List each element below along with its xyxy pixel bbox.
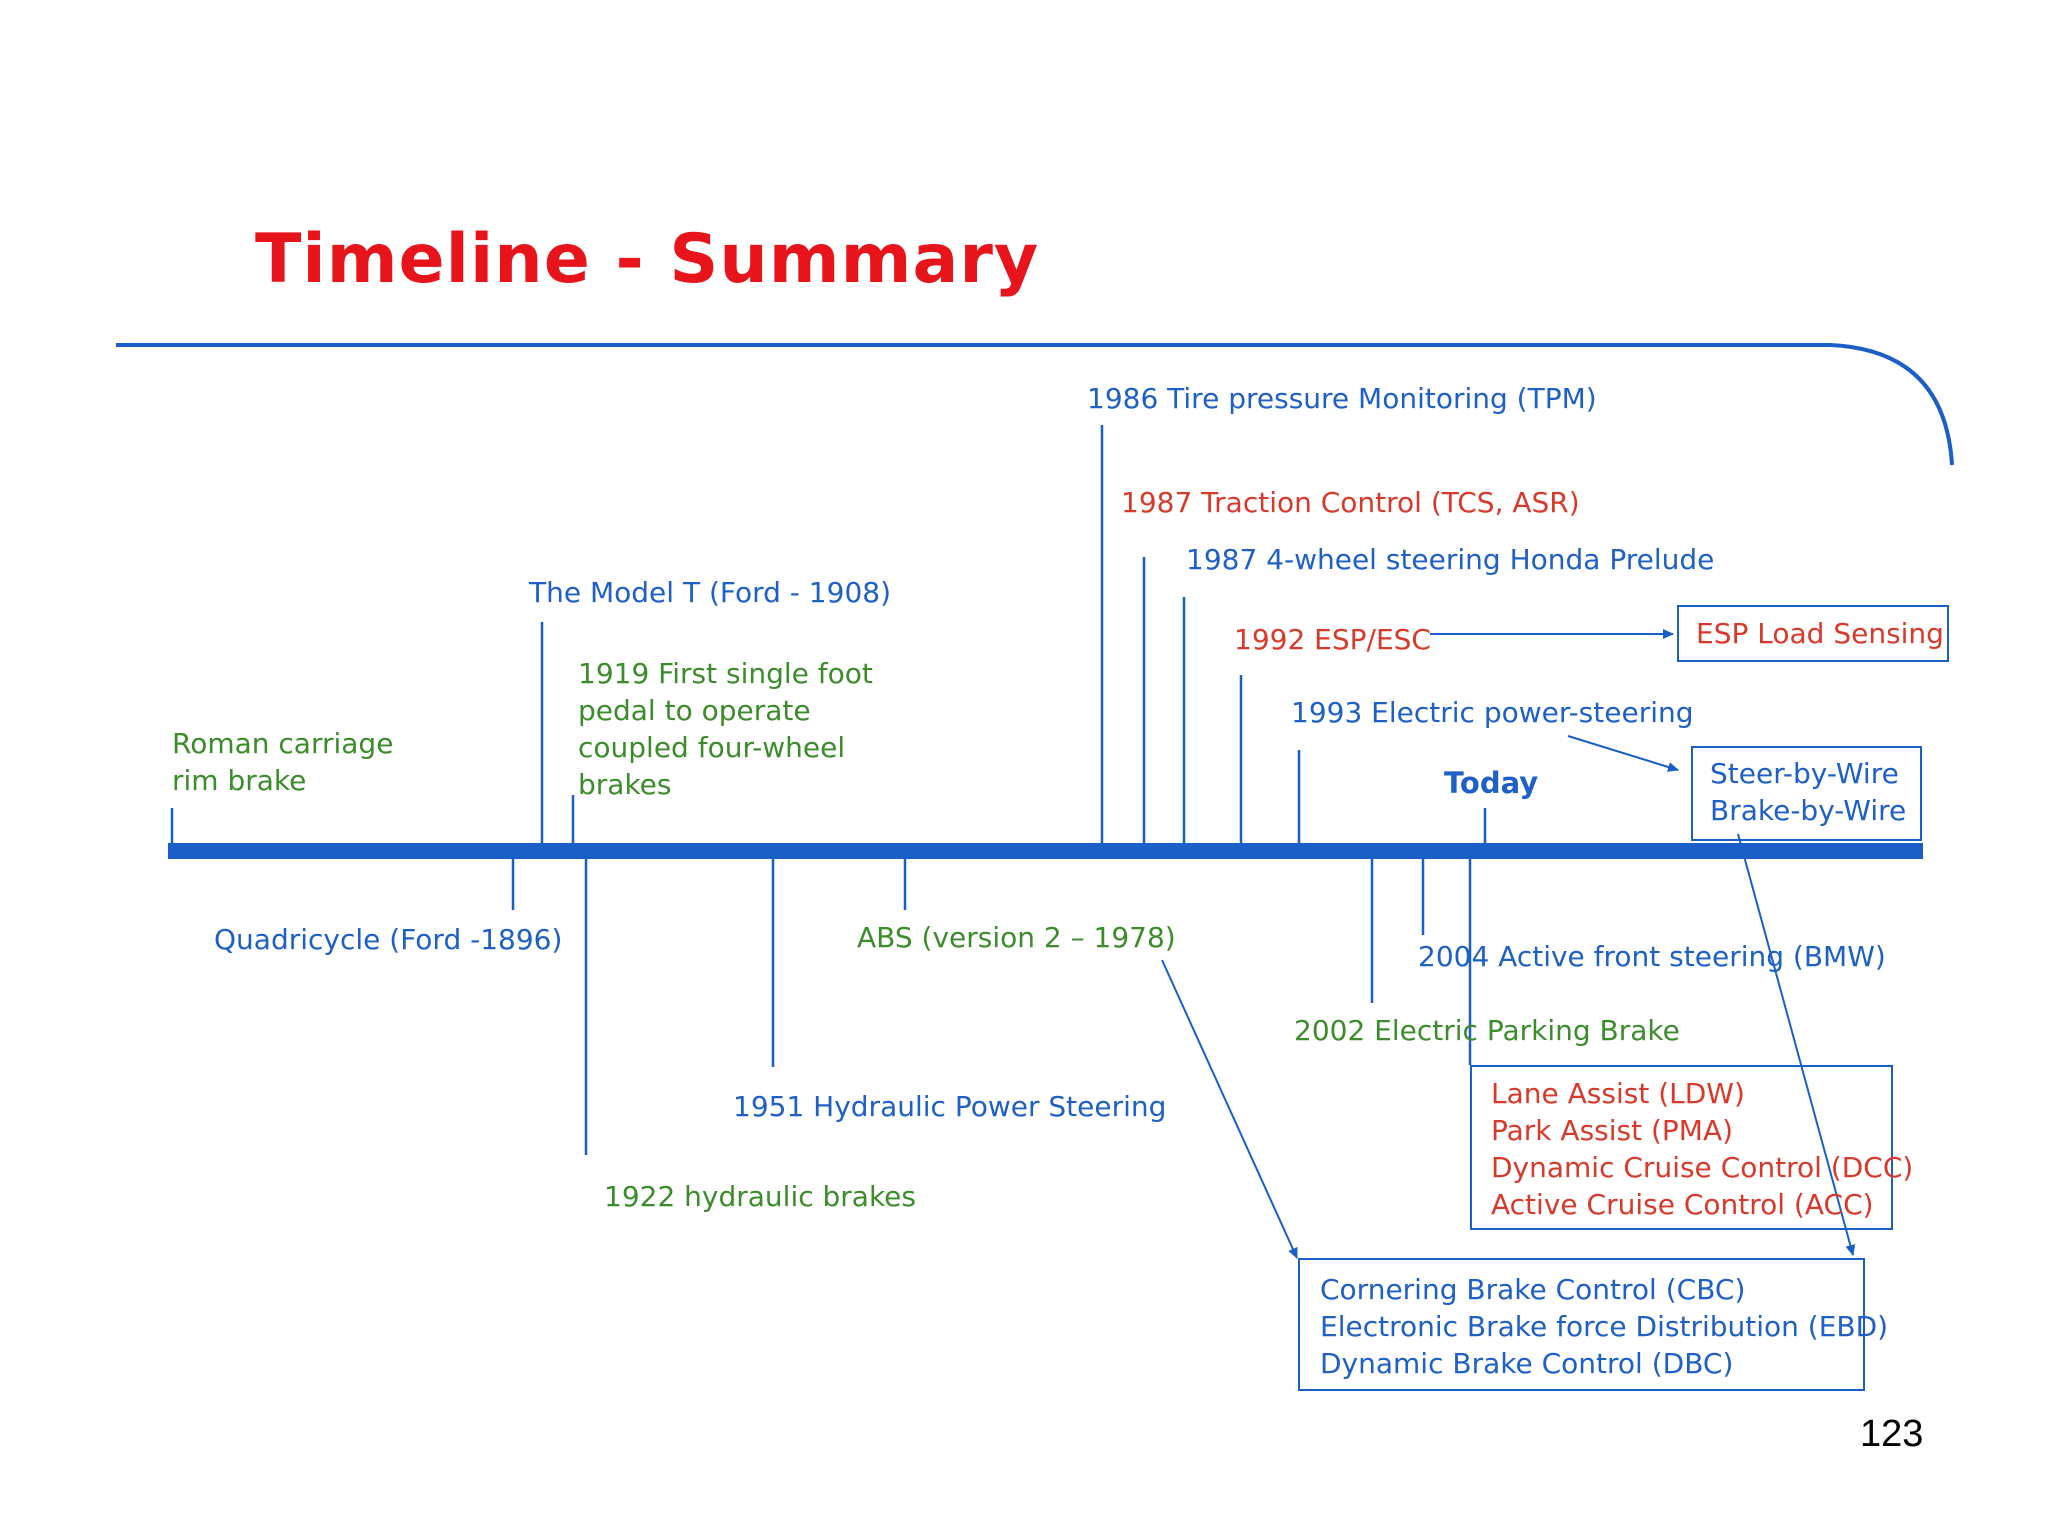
box-assist-features: Lane Assist (LDW) Park Assist (PMA) Dyna… — [1470, 1065, 1914, 1230]
timeline-axis — [168, 843, 1923, 859]
ticks-above — [170, 425, 1487, 843]
event-model-t-line-1: The Model T (Ford - 1908) — [529, 576, 891, 609]
event-tcs-line-1: 1987 Traction Control (TCS, ASR) — [1121, 486, 1580, 519]
event-hydraulic-line-1: 1922 hydraulic brakes — [604, 1180, 916, 1213]
event-esp-1992: 1992 ESP/ESC — [1234, 621, 1431, 658]
header-rule — [116, 343, 1954, 466]
event-quadricycle-line-1: Quadricycle (Ford -1896) — [214, 923, 563, 956]
event-pedal-line-1: 1919 First single foot — [578, 657, 873, 690]
ticks-below — [511, 859, 1472, 1155]
event-abs-line-1: ABS (version 2 – 1978) — [857, 921, 1176, 954]
box-by-wire-line-1: Steer-by-Wire — [1710, 757, 1899, 790]
box-assist-line-4: Active Cruise Control (ACC) — [1491, 1188, 1874, 1221]
event-afs-line-1: 2004 Active front steering (BMW) — [1418, 940, 1886, 973]
event-pedal-1919: 1919 First single foot pedal to operate … — [578, 655, 873, 803]
event-roman-line-2: rim brake — [172, 764, 307, 797]
event-quadricycle: Quadricycle (Ford -1896) — [214, 921, 562, 958]
event-pedal-line-3: coupled four-wheel — [578, 731, 846, 764]
event-epb-line-1: 2002 Electric Parking Brake — [1294, 1014, 1680, 1047]
event-tcs-1987: 1987 Traction Control (TCS, ASR) — [1121, 484, 1580, 521]
box-esp-load-line-1: ESP Load Sensing — [1696, 617, 1944, 650]
event-pedal-line-4: brakes — [578, 768, 672, 801]
arrow-by-wire — [1567, 735, 1679, 772]
box-by-wire: Steer-by-Wire Brake-by-Wire — [1691, 746, 1922, 841]
event-steer4-1987: 1987 4-wheel steering Honda Prelude — [1186, 541, 1714, 578]
connectors — [1161, 629, 1856, 1259]
event-afs-2004: 2004 Active front steering (BMW) — [1418, 938, 1886, 975]
arrow-abs-to-brake-ctrl — [1161, 959, 1298, 1259]
box-brake-control: Cornering Brake Control (CBC) Electronic… — [1298, 1258, 1889, 1391]
event-eps-line-1: 1993 Electric power-steering — [1291, 696, 1694, 729]
event-tpm-line-1: 1986 Tire pressure Monitoring (TPM) — [1087, 382, 1597, 415]
event-hps-1951: 1951 Hydraulic Power Steering — [733, 1088, 1166, 1125]
today-label: Today — [1444, 766, 1539, 800]
event-hps-line-1: 1951 Hydraulic Power Steering — [733, 1090, 1167, 1123]
box-assist-line-1: Lane Assist (LDW) — [1491, 1077, 1745, 1110]
event-abs-1978: ABS (version 2 – 1978) — [857, 919, 1176, 956]
page-title: Timeline - Summary — [255, 220, 1040, 299]
page-number: 123 — [1860, 1413, 1924, 1455]
event-model-t: The Model T (Ford - 1908) — [529, 574, 891, 611]
event-pedal-line-2: pedal to operate — [578, 694, 811, 727]
box-assist-line-2: Park Assist (PMA) — [1491, 1114, 1734, 1147]
event-roman-line-1: Roman carriage — [172, 727, 394, 760]
box-brake-ctrl-line-1: Cornering Brake Control (CBC) — [1320, 1273, 1746, 1306]
box-brake-ctrl-line-3: Dynamic Brake Control (DBC) — [1320, 1347, 1734, 1380]
event-eps-1993: 1993 Electric power-steering — [1291, 694, 1694, 731]
box-by-wire-line-2: Brake-by-Wire — [1710, 794, 1907, 827]
event-steer4-line-1: 1987 4-wheel steering Honda Prelude — [1186, 543, 1715, 576]
event-tpm-1986: 1986 Tire pressure Monitoring (TPM) — [1087, 380, 1597, 417]
arrow-by-wire-to-brake-ctrl — [1737, 833, 1856, 1256]
event-hydraulic-1922: 1922 hydraulic brakes — [604, 1178, 916, 1215]
box-esp-load-sensing: ESP Load Sensing — [1677, 605, 1949, 662]
box-assist-line-3: Dynamic Cruise Control (DCC) — [1491, 1151, 1914, 1184]
event-epb-2002: 2002 Electric Parking Brake — [1294, 1012, 1680, 1049]
event-roman: Roman carriage rim brake — [172, 725, 393, 799]
box-brake-ctrl-line-2: Electronic Brake force Distribution (EBD… — [1320, 1310, 1889, 1343]
event-esp-line-1: 1992 ESP/ESC — [1234, 623, 1431, 656]
